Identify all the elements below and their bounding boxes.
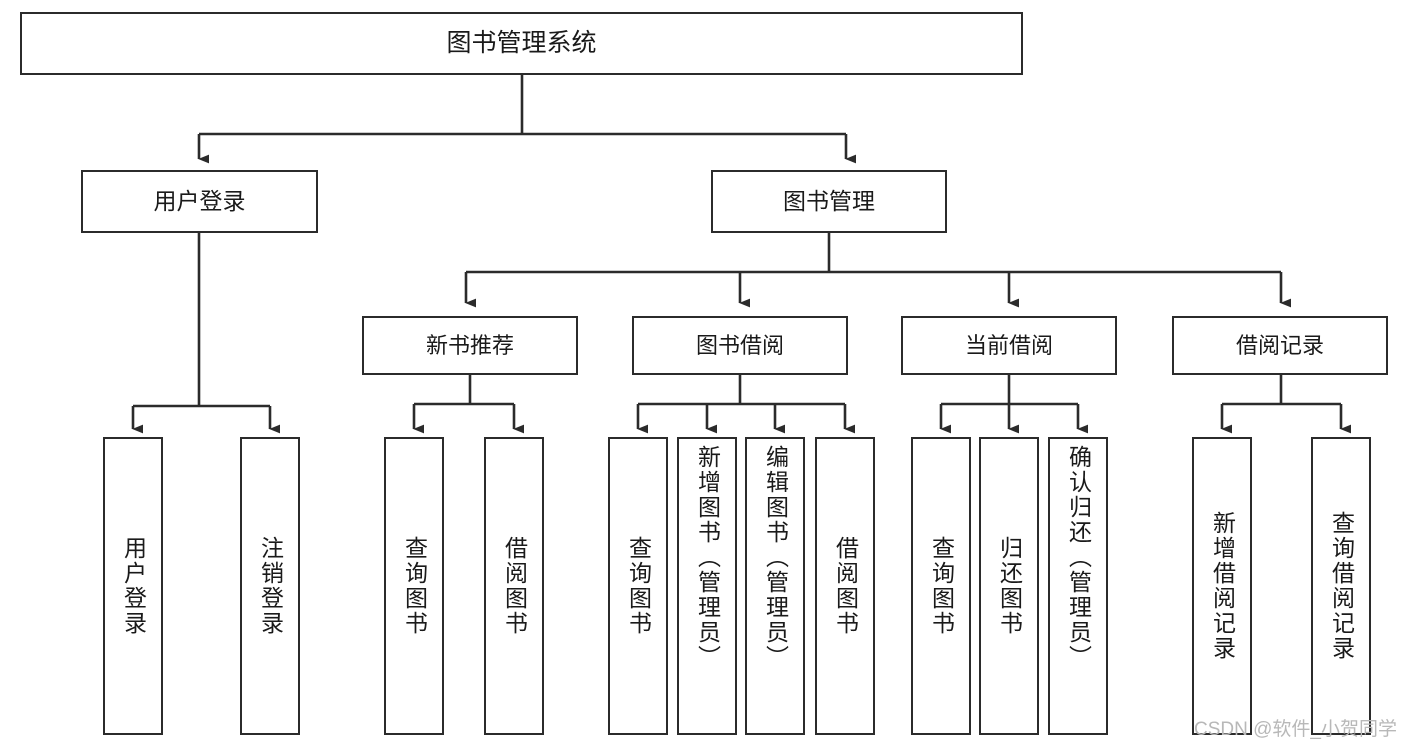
node-leaf-edit-book-admin[interactable]: 编辑图书（管理员） xyxy=(745,437,805,735)
node-leaf-logout-label: 注销登录 xyxy=(257,536,284,636)
node-leaf-query-book-3[interactable]: 查询图书 xyxy=(911,437,971,735)
node-leaf-add-book-admin-label: 新增图书（管理员） xyxy=(694,445,721,670)
node-current-borrow-label: 当前借阅 xyxy=(964,332,1053,358)
node-leaf-query-book-2[interactable]: 查询图书 xyxy=(608,437,668,735)
node-borrow-records[interactable]: 借阅记录 xyxy=(1172,316,1388,375)
node-leaf-borrow-book-1[interactable]: 借阅图书 xyxy=(484,437,544,735)
node-leaf-query-book-3-label: 查询图书 xyxy=(928,536,955,636)
node-book-borrow-label: 图书借阅 xyxy=(695,332,784,358)
node-leaf-add-borrow-record-label: 新增借阅记录 xyxy=(1209,511,1236,661)
csdn-watermark: CSDN @软件_小贺同学 xyxy=(1194,719,1397,740)
node-new-book-recommend-label: 新书推荐 xyxy=(425,332,514,358)
node-leaf-add-book-admin[interactable]: 新增图书（管理员） xyxy=(677,437,737,735)
node-leaf-confirm-return-admin[interactable]: 确认归还（管理员） xyxy=(1048,437,1108,735)
node-new-book-recommend[interactable]: 新书推荐 xyxy=(362,316,578,375)
node-leaf-borrow-book-2[interactable]: 借阅图书 xyxy=(815,437,875,735)
node-leaf-borrow-book-2-label: 借阅图书 xyxy=(832,536,859,636)
node-leaf-query-book-1-label: 查询图书 xyxy=(401,536,428,636)
node-leaf-query-book-2-label: 查询图书 xyxy=(625,536,652,636)
node-root[interactable]: 图书管理系统 xyxy=(20,12,1023,75)
node-leaf-logout[interactable]: 注销登录 xyxy=(240,437,300,735)
node-leaf-return-book[interactable]: 归还图书 xyxy=(979,437,1039,735)
node-leaf-user-login[interactable]: 用户登录 xyxy=(103,437,163,735)
node-leaf-user-login-label: 用户登录 xyxy=(120,536,147,636)
node-book-management-label: 图书管理 xyxy=(783,187,875,214)
node-leaf-return-book-label: 归还图书 xyxy=(996,536,1023,636)
node-user-login-label: 用户登录 xyxy=(153,187,246,214)
node-user-login[interactable]: 用户登录 xyxy=(81,170,318,233)
node-borrow-records-label: 借阅记录 xyxy=(1235,332,1324,358)
node-leaf-add-borrow-record[interactable]: 新增借阅记录 xyxy=(1192,437,1252,735)
node-root-label: 图书管理系统 xyxy=(446,28,597,57)
node-leaf-edit-book-admin-label: 编辑图书（管理员） xyxy=(762,445,789,670)
node-leaf-confirm-return-admin-label: 确认归还（管理员） xyxy=(1065,445,1092,670)
node-book-borrow[interactable]: 图书借阅 xyxy=(632,316,848,375)
node-leaf-borrow-book-1-label: 借阅图书 xyxy=(501,536,528,636)
node-current-borrow[interactable]: 当前借阅 xyxy=(901,316,1117,375)
node-book-management[interactable]: 图书管理 xyxy=(711,170,947,233)
node-leaf-query-borrow-record[interactable]: 查询借阅记录 xyxy=(1311,437,1371,735)
node-leaf-query-borrow-record-label: 查询借阅记录 xyxy=(1328,511,1355,661)
node-leaf-query-book-1[interactable]: 查询图书 xyxy=(384,437,444,735)
